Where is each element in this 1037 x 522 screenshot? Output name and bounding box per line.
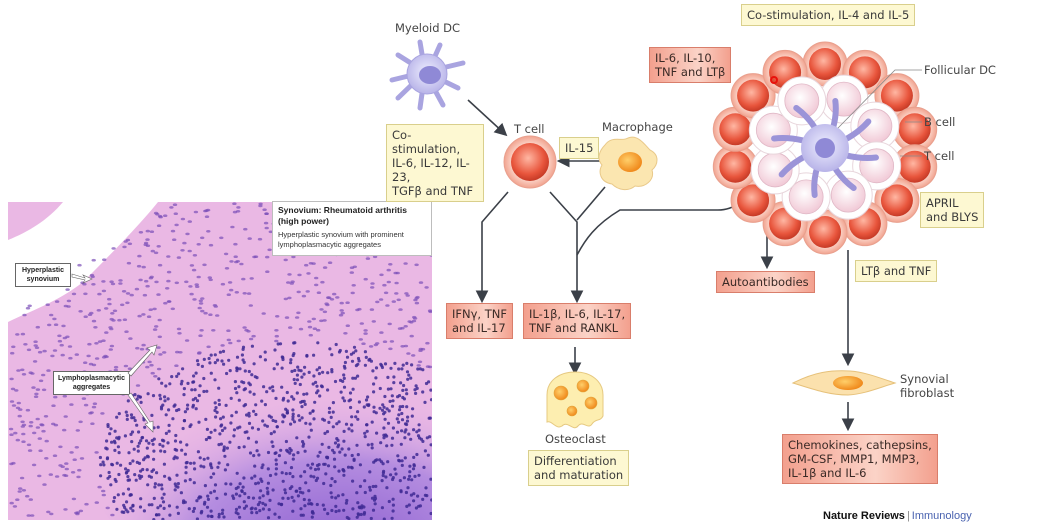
box-osteo-cytokines: IL-1β, IL-6, IL-17, TNF and RANKL xyxy=(523,303,632,339)
box-follicle-cytokines-line1: IL-6, IL-10, xyxy=(655,51,716,65)
label-b-cell: B cell xyxy=(924,115,956,129)
macrophage-icon xyxy=(598,136,658,191)
histology-subtitle: Hyperplastic synovium with prominent lym… xyxy=(278,230,404,249)
box-products-line1: Chemokines, cathepsins, xyxy=(788,438,932,452)
box-il15: IL-15 xyxy=(559,137,600,159)
arrow-aggregate-lower xyxy=(127,392,154,433)
box-products-line3: IL-1β and IL-6 xyxy=(788,466,867,480)
box-fibroblast-products: Chemokines, cathepsins, GM-CSF, MMP1, MM… xyxy=(782,434,938,484)
tissue-free-space xyxy=(8,202,158,322)
box-follicle-cytokines-line2: TNF and LTβ xyxy=(655,65,726,79)
box-outcome-line2: and maturation xyxy=(534,468,624,482)
box-april-line2: and BLYS xyxy=(926,210,979,224)
label-follicular-dc: Follicular DC xyxy=(924,63,996,77)
lymphoid-follicle-icon xyxy=(712,41,938,255)
label-synovial-line2: fibroblast xyxy=(900,386,955,400)
synovial-fibroblast-icon xyxy=(791,370,897,396)
box-dc-signals: Co-stimulation, IL-6, IL-12, IL-23, TGFβ… xyxy=(386,124,484,202)
leader-follicular-dc xyxy=(837,69,922,129)
label-myeloid-dc: Myeloid DC xyxy=(395,21,461,35)
box-dc-signals-line1: Co-stimulation, xyxy=(392,128,461,156)
arrow-aggregate-upper xyxy=(127,344,158,377)
arrow-hyperplastic xyxy=(71,273,93,284)
box-ltb-tnf: LTβ and TNF xyxy=(855,260,938,282)
label-synovial-fibroblast: Synovial fibroblast xyxy=(900,372,954,400)
box-outcome-line1: Differentiation xyxy=(534,454,617,468)
box-follicle-cytokines: IL-6, IL-10, TNF and LTβ xyxy=(649,47,732,83)
journal-name: Nature Reviews xyxy=(823,510,905,522)
box-th-line1: IFNγ, TNF xyxy=(452,307,507,321)
box-osteoclast-outcome: Differentiation and maturation xyxy=(528,450,630,486)
label-macrophage: Macrophage xyxy=(602,120,673,134)
label-osteoclast: Osteoclast xyxy=(545,432,606,446)
box-april-line1: APRIL xyxy=(926,196,959,210)
box-osteo-line2: TNF and RANKL xyxy=(529,321,619,335)
label-t-cell-follicle: T cell xyxy=(924,149,955,163)
arrow-follicle-to-il1 xyxy=(576,184,753,256)
arrow-macrophage-to-il1 xyxy=(576,186,606,221)
box-osteo-line1: IL-1β, IL-6, IL-17, xyxy=(529,307,626,321)
box-april-blys: APRIL and BLYS xyxy=(920,192,985,228)
box-products-line2: GM-CSF, MMP1, MMP3, xyxy=(788,452,920,466)
lymphoid-aggregate xyxy=(88,332,432,520)
arrow-dc-to-tcell xyxy=(467,99,508,137)
journal-section-link[interactable]: Immunology xyxy=(911,510,972,522)
box-dc-signals-line3: TGFβ and TNF xyxy=(392,184,474,198)
footer-separator: | xyxy=(906,510,910,522)
box-dc-signals-line2: IL-6, IL-12, IL-23, xyxy=(392,156,470,184)
cell-nuclei xyxy=(8,202,432,520)
box-th-line2: and IL-17 xyxy=(452,321,506,335)
histology-title: Synovium: Rheumatoid arthritis (high pow… xyxy=(278,205,407,226)
osteoclast-icon xyxy=(546,371,604,429)
arrow-tcell-to-ifng xyxy=(475,191,509,304)
box-autoantibodies: Autoantibodies xyxy=(716,271,815,293)
t-cell-icon xyxy=(503,135,557,189)
callout-hyperplastic-synovium: Hyperplastic synovium xyxy=(15,263,71,287)
label-synovial-line1: Synovial xyxy=(900,372,949,386)
box-th-cytokines: IFNγ, TNF and IL-17 xyxy=(446,303,513,339)
myeloid-dc-icon xyxy=(389,39,466,111)
journal-footer: Nature Reviews|Immunology xyxy=(823,510,972,522)
callout-arrows xyxy=(71,273,158,433)
arrow-tcell-to-il1 xyxy=(549,191,584,304)
label-t-cell: T cell xyxy=(514,122,545,136)
callout-lymphoplasmacytic-aggregates: Lymphoplasmacytic aggregates xyxy=(53,371,130,395)
box-follicle-signals: Co-stimulation, IL-4 and IL-5 xyxy=(741,4,916,26)
histology-caption-box: Synovium: Rheumatoid arthritis (high pow… xyxy=(272,201,432,256)
